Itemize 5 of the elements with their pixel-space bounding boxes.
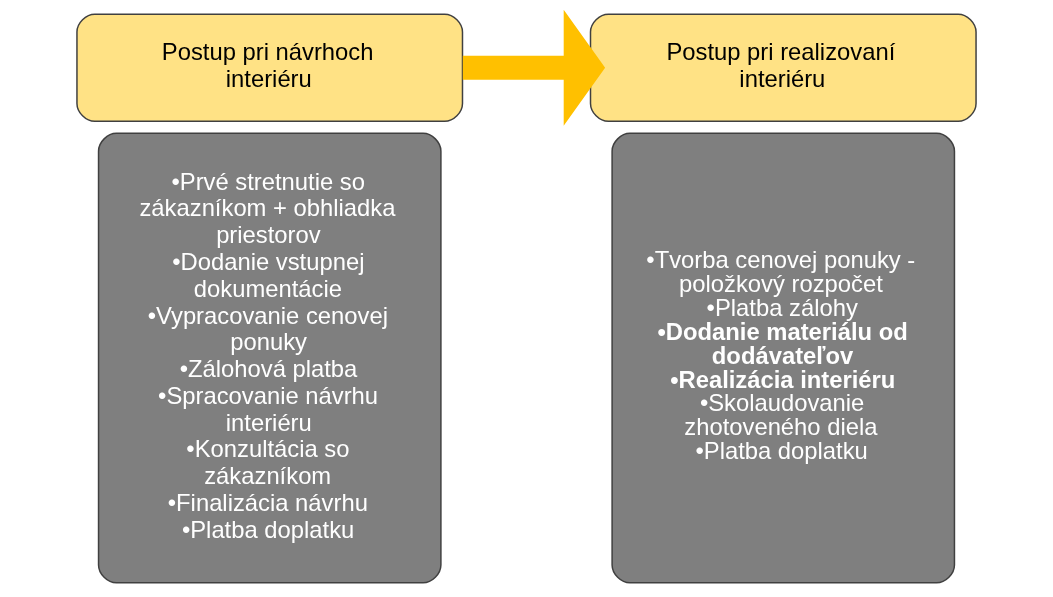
node-box: •Prvé stretnutie so zákazníkom + obhliadka priestorov •Dodanie vstupnej dokumentácie •Vypracovanie cenovej ponuky •Zálohová platba •Spracovanie návrhu interiéru •Konzultácia so zákazníkom •Finalizácia návrhu •Platba doplatku [97,132,442,584]
node-box: Postup pri návrhoch interiéru [76,13,464,123]
arrow [462,9,606,126]
node-box: •Tvorba cenovej ponuky - položkový rozpočet •Platba zálohy •Dodanie materiálu od dodávateľov •Realizácia interiéru •Skolaudovanie zhotoveného diela •Platba doplatku [611,132,956,584]
node-box: Postup pri realizovaní interiéru [589,13,977,123]
